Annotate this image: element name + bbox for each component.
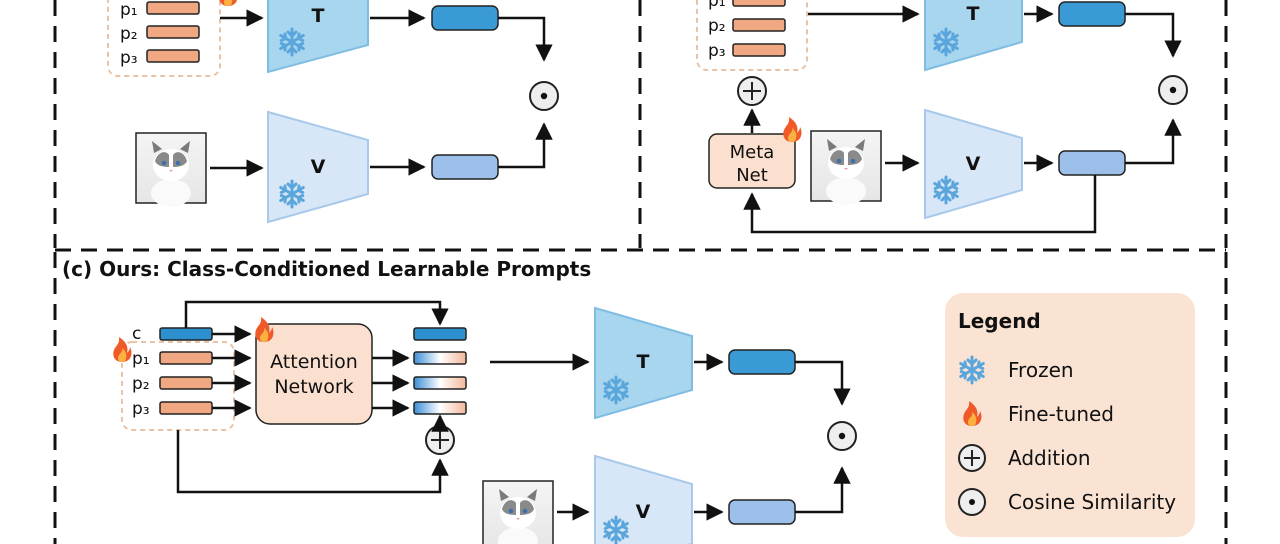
vision-encoder	[594, 454, 693, 544]
arrow	[795, 360, 851, 406]
meta-net-label-line1: Meta	[730, 142, 775, 163]
prompt-label-p2: p₂	[132, 374, 150, 394]
vision-encoder-label: V	[311, 156, 326, 178]
prompt-token-p2	[732, 18, 786, 32]
prompt-token-p2	[146, 25, 200, 39]
legend: Legend Frozen Fine-tuned Addition Cosine…	[945, 293, 1195, 537]
arrow	[498, 122, 553, 169]
attention-network-label-line2: Network	[274, 376, 353, 398]
text-feature	[431, 5, 499, 31]
panel-c: (c) Ours: Class-Conditioned Learnable Pr…	[62, 257, 1195, 544]
meta-net-label-line2: Net	[736, 165, 768, 186]
vision-encoder-label: V	[636, 501, 651, 523]
arrow	[498, 16, 553, 62]
cat-image	[810, 130, 882, 206]
image-feature	[1058, 150, 1126, 176]
prompt-token-p3	[732, 43, 786, 57]
text-encoder-label: T	[637, 351, 650, 373]
prompt-token-p1	[146, 1, 200, 15]
prompt-label-p3: p₃	[708, 41, 726, 61]
prompt-label-p3: p₃	[132, 399, 150, 419]
attention-network-label-line1: Attention	[270, 351, 358, 373]
panel-borders	[53, 0, 1228, 544]
prompt-label-p1: p₁	[120, 0, 138, 20]
panel-a: p₁ p₂ p₃ T V	[107, 0, 559, 224]
prompt-token-p1	[732, 0, 786, 7]
legend-fine-tuned: Fine-tuned	[1008, 402, 1114, 426]
arrow	[176, 430, 449, 494]
text-feature	[1058, 1, 1126, 27]
attention-network-box	[255, 323, 373, 425]
cat-image	[135, 132, 207, 208]
conditioned-prompt-p2	[413, 376, 467, 390]
conditioned-prompt-p3	[413, 401, 467, 415]
panel-c-title: (c) Ours: Class-Conditioned Learnable Pr…	[62, 257, 591, 281]
legend-addition: Addition	[1008, 446, 1091, 470]
flame-icon	[219, 0, 238, 6]
legend-box	[945, 293, 1195, 537]
prompt-token-p1	[159, 351, 213, 365]
flame-icon	[783, 117, 802, 142]
legend-frozen: Frozen	[1008, 358, 1074, 382]
arrow	[1125, 12, 1182, 58]
prompt-token-p3	[159, 401, 213, 415]
image-feature	[431, 154, 499, 180]
arrow	[795, 466, 851, 514]
prompt-token-p2	[159, 376, 213, 390]
panel-b: p₁ p₂ p₃ T Meta Net V	[696, 0, 1188, 234]
feedback-arrow	[743, 175, 1097, 234]
class-label: c	[132, 324, 141, 344]
image-feature	[728, 499, 796, 525]
conditioned-class-token	[413, 327, 467, 341]
vision-encoder-label: V	[966, 153, 981, 175]
prompt-label-p1: p₁	[708, 0, 726, 11]
prompt-label-p2: p₂	[708, 16, 726, 36]
class-token	[159, 327, 213, 341]
text-encoder-label: T	[967, 3, 980, 25]
prompt-label-p1: p₁	[132, 349, 150, 369]
cat-image	[482, 480, 554, 544]
prompt-label-p2: p₂	[120, 24, 138, 44]
conditioned-prompt-p1	[413, 351, 467, 365]
prompt-token-p3	[146, 49, 200, 63]
prompt-label-p3: p₃	[120, 48, 138, 68]
text-encoder-label: T	[312, 5, 325, 27]
arrow	[1125, 118, 1182, 165]
legend-title: Legend	[958, 309, 1041, 333]
text-feature	[728, 349, 796, 375]
meta-net-box	[708, 133, 796, 189]
legend-cosine-similarity: Cosine Similarity	[1008, 490, 1176, 514]
arrow	[184, 300, 449, 328]
